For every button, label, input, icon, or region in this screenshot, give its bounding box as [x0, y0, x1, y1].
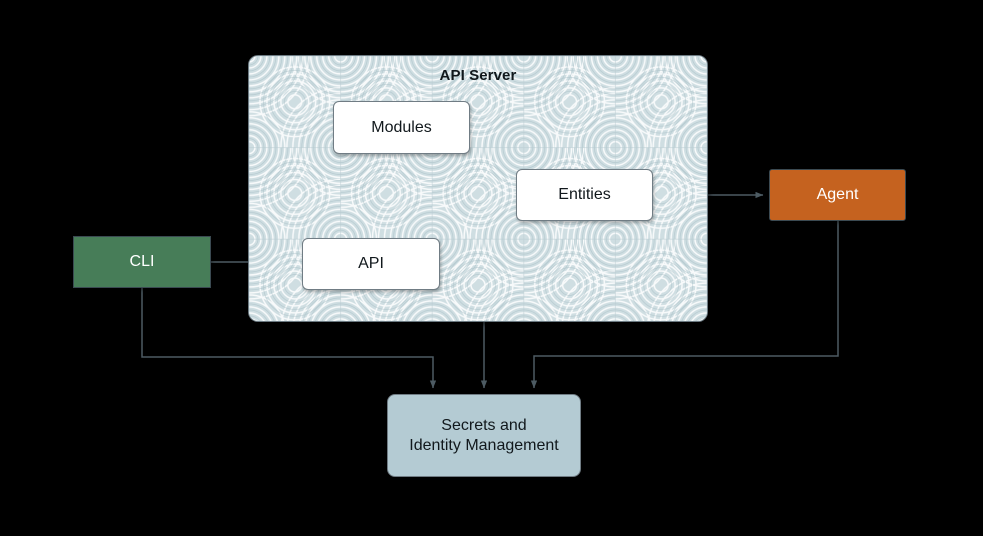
node-secrets-label: Secrets and Identity Management — [409, 416, 558, 456]
node-api-label: API — [358, 255, 384, 272]
node-secrets-label-line2: Identity Management — [409, 436, 559, 454]
node-secrets-label-line1: Secrets and — [441, 416, 527, 434]
node-modules-label: Modules — [371, 118, 432, 136]
node-modules[interactable]: Modules — [333, 101, 470, 154]
edge-cli-to-secrets — [141, 288, 437, 389]
node-cli-label: CLI — [129, 253, 155, 270]
node-entities[interactable]: Entities — [516, 169, 653, 221]
node-api-server-label: API Server — [439, 67, 517, 84]
node-api[interactable]: API — [302, 238, 440, 290]
edge-agent-to-secrets — [530, 221, 839, 389]
node-secrets-identity-management[interactable]: Secrets and Identity Management — [387, 394, 581, 477]
node-agent[interactable]: Agent — [769, 169, 906, 221]
node-entities-label: Entities — [558, 186, 611, 203]
node-agent-label: Agent — [816, 186, 859, 203]
node-cli[interactable]: CLI — [73, 236, 211, 288]
